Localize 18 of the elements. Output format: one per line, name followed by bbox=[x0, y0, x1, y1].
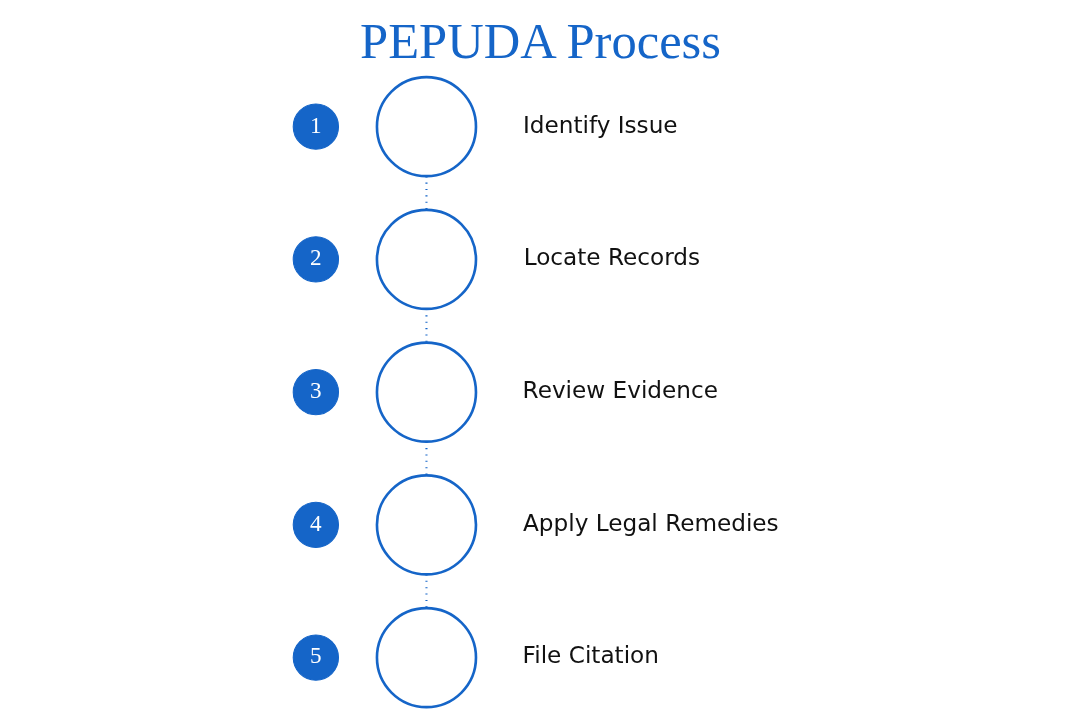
node-circle bbox=[375, 606, 477, 709]
node-circle bbox=[375, 341, 477, 443]
node-circle: 2 bbox=[292, 236, 339, 283]
node-label: Apply Legal Remedies bbox=[522, 508, 779, 536]
node-label: Review Evidence bbox=[522, 376, 718, 404]
node-label: File Citation bbox=[522, 641, 659, 669]
connector bbox=[424, 574, 428, 608]
node-circle: 1 bbox=[292, 103, 339, 150]
node-circle bbox=[375, 208, 477, 311]
node-circle bbox=[375, 474, 477, 576]
node-label: Locate Records bbox=[523, 243, 700, 271]
node-circle: 4 bbox=[292, 501, 339, 549]
node-circle bbox=[375, 75, 477, 178]
node-circle: 3 bbox=[292, 368, 339, 416]
connector bbox=[424, 176, 428, 210]
diagram-title: PEPUDA Process bbox=[359, 12, 721, 69]
node-label: Identify Issue bbox=[522, 110, 678, 138]
node-circle: 5 bbox=[292, 634, 339, 681]
